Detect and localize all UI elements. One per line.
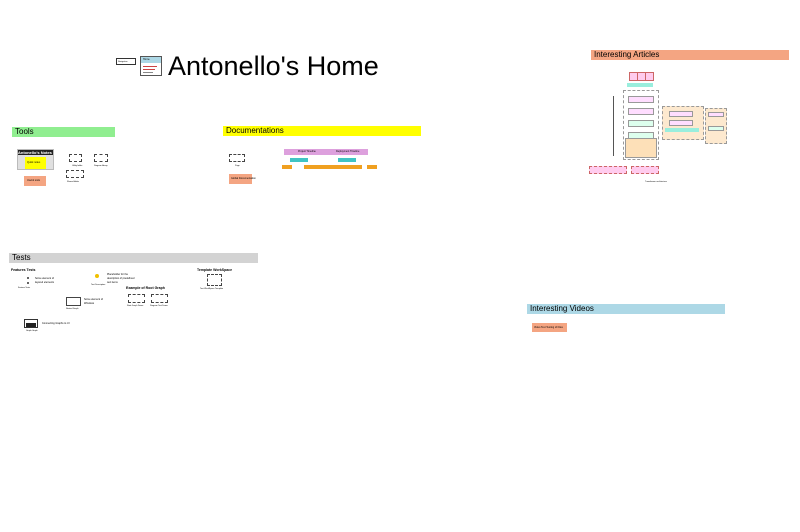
diag-top-3 xyxy=(645,72,654,81)
misc-item-2: Test Description xyxy=(91,284,106,286)
article-caption: Transformer architecture xyxy=(645,181,667,183)
page-title: Antonello's Home xyxy=(168,51,379,81)
logo-top-label: Home xyxy=(143,58,150,61)
diag-stack-3 xyxy=(628,120,654,127)
articles-label: Interesting Articles xyxy=(594,50,660,59)
logo-link[interactable]: Navigation xyxy=(116,58,136,65)
example-item-1: Root Graph Demo xyxy=(127,305,144,307)
logo-diagram[interactable]: Home xyxy=(140,56,162,76)
timeline-diagram[interactable]: Project Timeline Deployment Timeline xyxy=(282,147,380,172)
bottom-box[interactable] xyxy=(24,319,38,328)
diag-bottom-2 xyxy=(631,166,659,174)
diag-teal-1 xyxy=(627,83,653,87)
example-box-1[interactable] xyxy=(128,294,145,303)
logo-header xyxy=(141,57,161,63)
diag-right-2 xyxy=(669,120,693,126)
diag-stack-2 xyxy=(628,108,654,115)
bottom-box-fill xyxy=(26,323,36,327)
template-caption: Test WorkSpace Template xyxy=(200,288,224,290)
videos-label: Interesting Videos xyxy=(530,304,594,313)
notes-title: Antonello's Notes xyxy=(18,150,53,155)
diag-orange-block xyxy=(625,138,657,158)
tools-item-2-label: Diagram library xyxy=(94,165,108,167)
timeline-orange-1 xyxy=(304,165,362,169)
tools-item-1-label: Utility folder xyxy=(72,165,83,167)
logo-line-1 xyxy=(143,66,157,67)
tests-header: Tests xyxy=(9,253,258,263)
tools-item-3[interactable] xyxy=(66,170,84,178)
documentations-header: Documentations xyxy=(223,126,421,136)
diag-far-right-2 xyxy=(708,126,724,131)
logo-line-2 xyxy=(143,69,155,70)
features-item-2: Feature Tests xyxy=(18,287,31,289)
timeline-teal-1 xyxy=(290,158,308,162)
timeline-teal-2 xyxy=(338,158,356,162)
diag-bottom-1 xyxy=(589,166,627,174)
diag-far-right-1 xyxy=(708,112,724,117)
notes-inner: Quick notes xyxy=(25,157,46,169)
features-dot-1 xyxy=(27,277,29,279)
tests-label: Tests xyxy=(12,253,31,262)
misc-dot xyxy=(95,274,99,278)
features-item-1: Some element of layered elements xyxy=(35,277,55,284)
timeline-phase-2: Deployment Timeline xyxy=(332,149,368,155)
features-dot-2 xyxy=(27,282,29,284)
videos-header: Interesting Videos xyxy=(527,304,725,314)
diag-right-teal xyxy=(665,128,699,132)
tools-item-1[interactable] xyxy=(69,154,82,162)
example-item-2: Diagram Test Demo xyxy=(150,305,168,307)
videos-salmon-label: Video Text Testing of Files xyxy=(534,326,563,329)
features-title: Features Tests xyxy=(11,268,36,272)
article-diagram[interactable]: Transformer architecture xyxy=(587,70,727,185)
tools-item-2[interactable] xyxy=(94,154,108,162)
notes-inner-label: Quick notes xyxy=(27,161,41,164)
template-title: Template WorkSpace xyxy=(197,268,233,272)
diag-left-line xyxy=(613,96,614,156)
timeline-phase-1: Project Timeline xyxy=(284,149,332,155)
timeline-phase-2-label: Deployment Timeline xyxy=(336,150,360,153)
timeline-orange-2 xyxy=(282,165,292,169)
tools-salmon-card[interactable]: Useful tools xyxy=(24,176,46,186)
nested-caption: Some element of Windows xyxy=(84,298,103,305)
tools-header: Tools xyxy=(12,127,115,137)
bottom-label: Graph Graph xyxy=(26,330,38,332)
tools-salmon-label: Useful tools xyxy=(27,179,41,182)
timeline-orange-3 xyxy=(367,165,377,169)
template-box[interactable] xyxy=(207,274,222,286)
nested-box[interactable] xyxy=(66,297,81,306)
articles-header: Interesting Articles xyxy=(591,50,789,60)
timeline-phase-1-label: Project Timeline xyxy=(298,150,316,153)
diag-right-1 xyxy=(669,111,693,117)
nested-label: Nested Graph xyxy=(66,308,79,310)
example-box-2[interactable] xyxy=(151,294,168,303)
tools-label: Tools xyxy=(15,127,34,136)
videos-salmon-card[interactable]: Video Text Testing of Files xyxy=(532,323,567,332)
notes-card[interactable]: Antonello's Notes Quick notes xyxy=(17,149,54,170)
example-title: Example of Root Graph xyxy=(126,286,165,290)
misc-item-1: Placeholder for the description of prede… xyxy=(107,273,135,284)
logo-side-label: Navigation xyxy=(118,61,128,63)
bottom-caption: Connecting Graphs to UI xyxy=(42,322,70,325)
diag-stack-1 xyxy=(628,96,654,103)
tools-item-3-label: Shared folder xyxy=(67,181,80,183)
documentations-label: Documentations xyxy=(226,126,284,135)
logo-line-3 xyxy=(143,72,153,73)
doc-salmon-card[interactable]: Global Documentation xyxy=(229,174,256,184)
doc-item[interactable] xyxy=(229,154,245,162)
doc-salmon-label: Global Documentation xyxy=(231,177,256,180)
doc-item-label: Page xyxy=(235,165,240,167)
